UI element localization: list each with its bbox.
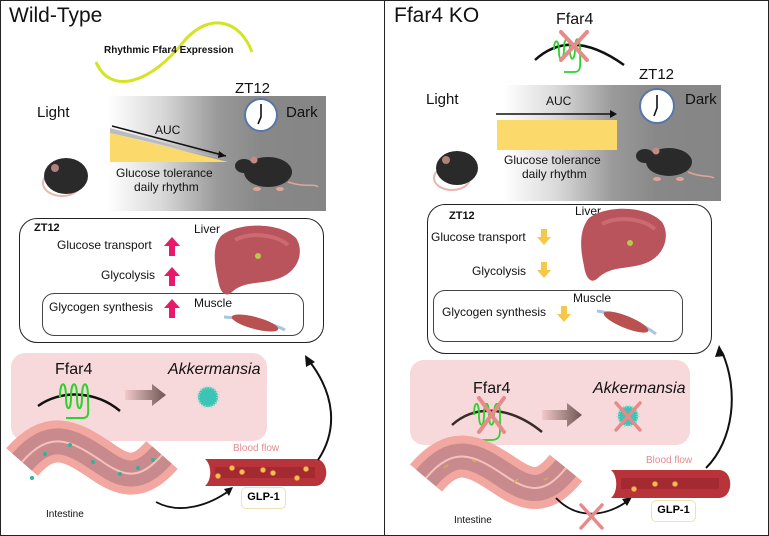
glycogen-synthesis-label: Glycogen synthesis (442, 305, 547, 319)
intestine-icon (6, 420, 178, 495)
auc-bar (496, 110, 617, 150)
mouse-awake-icon (636, 147, 715, 181)
light-label: Light (426, 91, 459, 108)
down-arrow-icon (557, 306, 571, 322)
clock-icon (244, 98, 278, 132)
up-arrow-icon (164, 299, 180, 318)
akkermansia-label: Akkermansia (168, 361, 261, 378)
ffar4-knockout-receptor-icon (451, 396, 543, 441)
cross-icon (614, 401, 642, 432)
mouse-sleeping-icon (433, 151, 478, 191)
zt12-label: ZT12 (639, 66, 675, 83)
dark-label: Dark (286, 104, 318, 121)
light-label: Light (37, 104, 70, 121)
up-arrow-icon (164, 267, 180, 286)
glp1-particle (215, 473, 221, 479)
intestine-label: Intestine (46, 509, 84, 520)
mouse-awake-icon (235, 156, 319, 191)
liver-label: Liver (194, 222, 221, 236)
glucose-transport-label: Glucose transport (431, 230, 526, 244)
organ-box (19, 218, 324, 343)
glycolysis-label: Glycolysis (472, 264, 527, 278)
blood-to-organs-arrow (305, 355, 333, 461)
intestine-to-blood-arrow (555, 497, 632, 530)
liver-icon (214, 225, 300, 295)
akkermansia-bacteria-icon (196, 385, 220, 409)
ffar4-ko-panel: Ffar4 KO Ffar4 ZT12 Light Dark AUC Gluco… (384, 0, 769, 536)
ffar4-knockout-receptor-icon (534, 30, 625, 73)
glp1-label: GLP-1 (241, 487, 286, 509)
blood-flow-label: Blood flow (646, 455, 693, 466)
blocked-cross-icon (579, 503, 604, 530)
auc-triangle (110, 125, 228, 162)
blood-vessel-icon (611, 470, 731, 498)
glucose-label-line2: daily rhythm (522, 167, 587, 181)
organ-box-zt12-label: ZT12 (34, 222, 60, 234)
blood-to-organs-arrow (705, 345, 733, 469)
mouse-sleeping-icon (42, 158, 88, 197)
intestine-label: Intestine (454, 515, 492, 526)
glp1-particle (631, 486, 637, 492)
panel-title: Wild-Type (9, 4, 103, 27)
glycolysis-label: Glycolysis (101, 268, 156, 282)
muscle-box (42, 293, 304, 336)
panel-title: Ffar4 KO (394, 4, 480, 27)
blood-vessel-icon (205, 459, 327, 486)
rhythm-wave-icon (94, 21, 254, 83)
liver-label: Liver (575, 204, 602, 218)
clock-icon (639, 88, 675, 124)
liver-icon (581, 208, 666, 281)
blood-flow-label: Blood flow (233, 443, 280, 454)
cross-icon (559, 30, 589, 62)
muscle-label: Muscle (573, 291, 612, 305)
cross-icon (477, 396, 506, 434)
intestine-to-blood-arrow (155, 487, 233, 509)
zt12-label: ZT12 (235, 80, 271, 97)
glucose-label-line1: Glucose tolerance (116, 166, 213, 180)
gut-pink-box (410, 360, 690, 445)
down-arrows (537, 229, 571, 322)
auc-label: AUC (546, 94, 572, 108)
rhythm-label: Rhythmic Ffar4 Expression (104, 45, 234, 56)
up-arrow-icon (164, 237, 180, 256)
glucose-transport-label: Glucose transport (57, 238, 152, 252)
akkermansia-knockout-icon (614, 401, 642, 432)
glucose-label-line2: daily rhythm (134, 180, 199, 194)
ffar4-label: Ffar4 (473, 380, 511, 397)
ffar4-receptor-icon (37, 383, 121, 419)
ffar4-label: Ffar4 (55, 361, 93, 378)
down-arrow-icon (537, 262, 551, 278)
glucose-label-line1: Glucose tolerance (504, 153, 601, 167)
dark-label: Dark (685, 91, 717, 108)
glycogen-synthesis-label: Glycogen synthesis (49, 300, 154, 314)
transition-arrow-icon (125, 384, 166, 406)
muscle-icon (596, 309, 657, 336)
auc-label: AUC (155, 123, 181, 137)
down-arrow-icon (537, 229, 551, 245)
wild-type-panel: Wild-Type Rhythmic Ffar4 Expression ZT12… (6, 4, 333, 520)
muscle-label: Muscle (194, 296, 233, 310)
muscle-icon (223, 314, 286, 332)
ffar4-top-label: Ffar4 (556, 11, 594, 28)
transition-arrow-icon (542, 403, 582, 427)
organ-box (427, 204, 712, 354)
muscle-box (433, 290, 683, 342)
intestine-icon (409, 435, 583, 509)
organ-box-zt12-label: ZT12 (449, 210, 475, 222)
glp1-label: GLP-1 (651, 500, 696, 522)
akkermansia-label: Akkermansia (593, 380, 686, 397)
up-arrows (164, 237, 180, 318)
